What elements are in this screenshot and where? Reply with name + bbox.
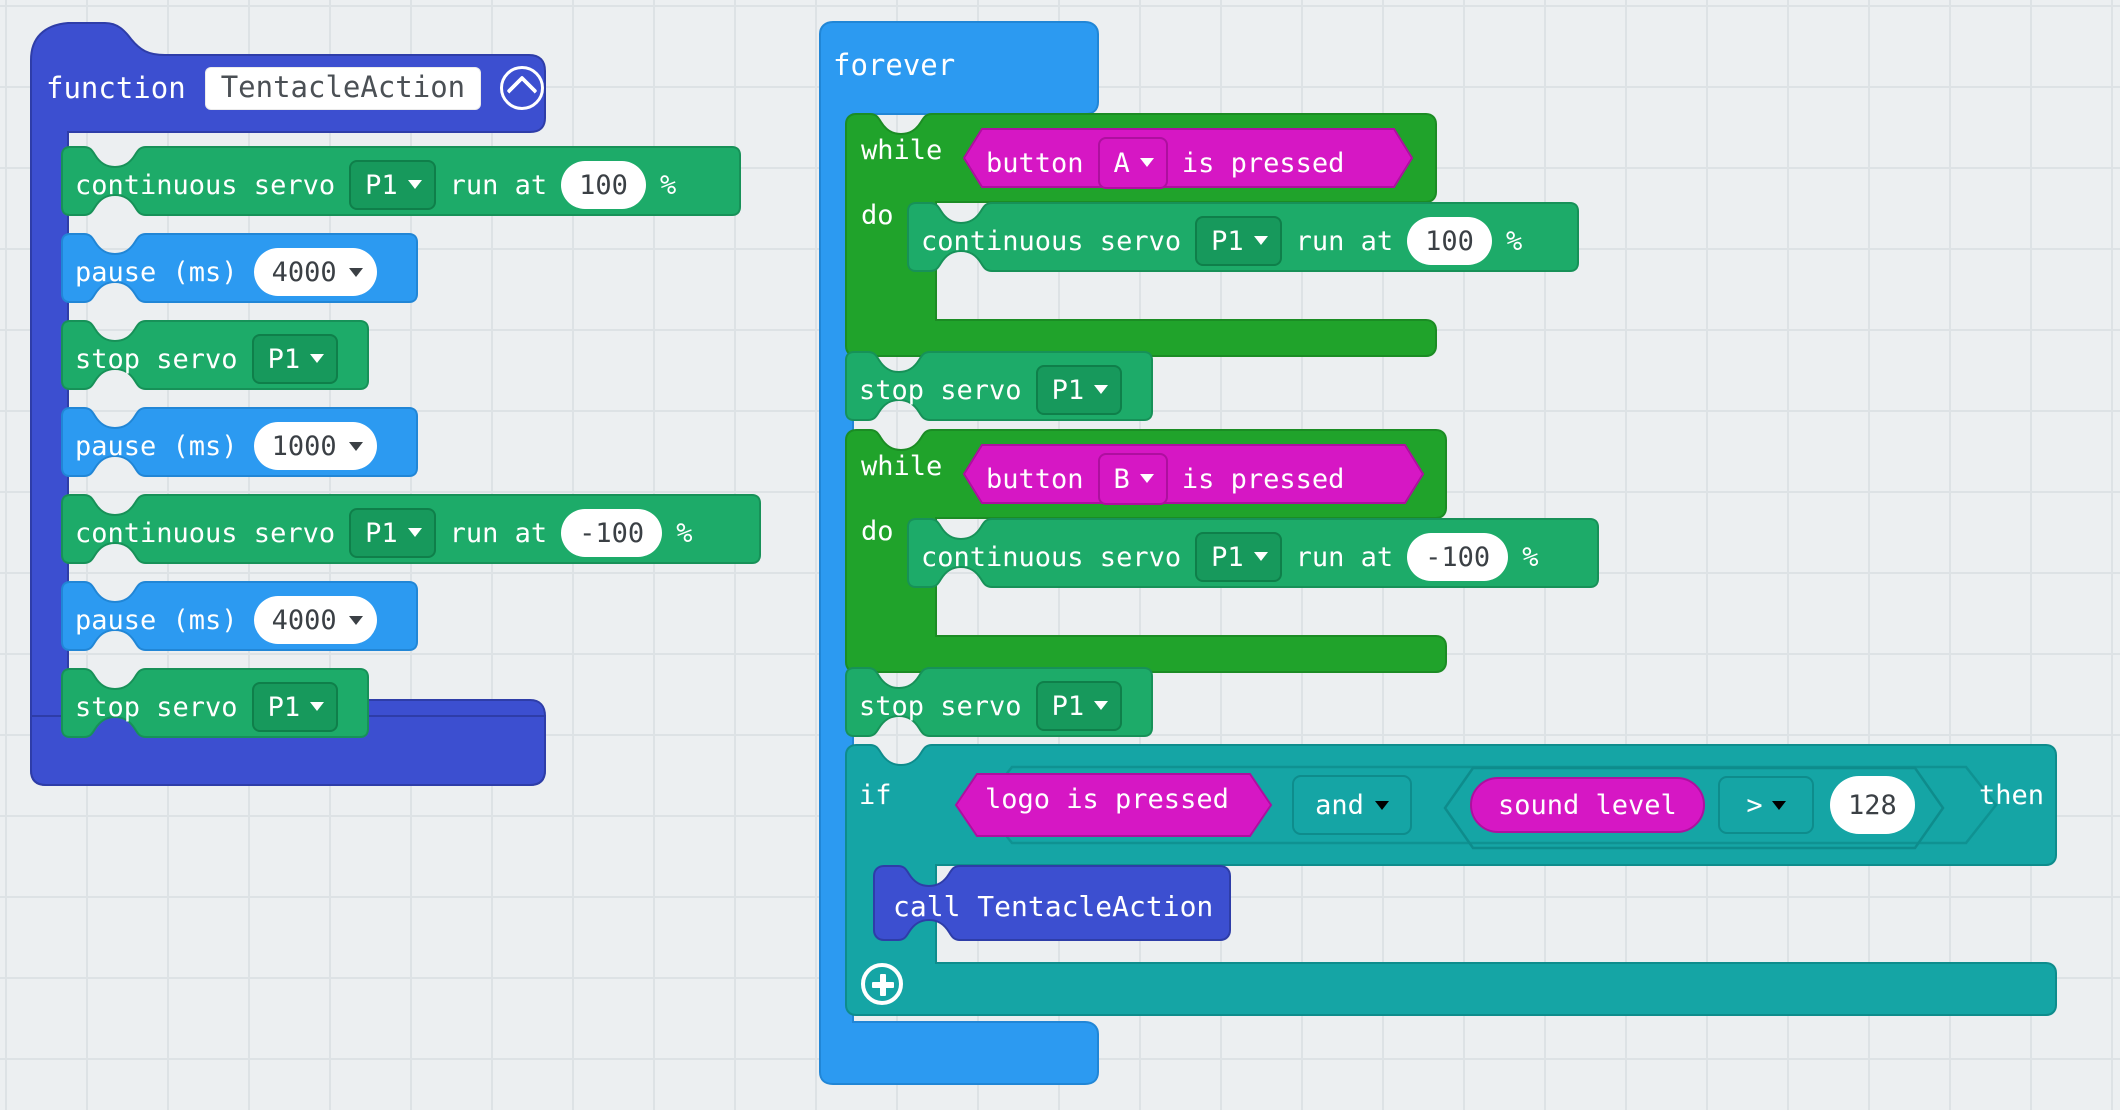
- pause-value-dropdown[interactable]: 1000: [253, 422, 377, 470]
- while-label: while: [861, 451, 943, 482]
- pin-value: P1: [1211, 541, 1244, 573]
- chevron-down-icon: [407, 527, 422, 537]
- servo-label-b: run at: [1295, 225, 1394, 257]
- pause-value: 4000: [271, 604, 337, 636]
- pause-value: 4000: [271, 256, 337, 288]
- while-label: while: [861, 135, 943, 166]
- unit-label: %: [676, 517, 693, 549]
- button-prefix: button: [986, 463, 1084, 495]
- speed-input[interactable]: -100: [1407, 533, 1509, 581]
- servo-label-a: continuous servo: [921, 541, 1182, 573]
- forever-label: forever: [833, 48, 956, 82]
- sound-level-reporter[interactable]: sound level: [1470, 777, 1705, 833]
- servo-label-a: continuous servo: [921, 225, 1182, 257]
- pin-value: P1: [1051, 690, 1085, 722]
- unit-label: %: [1522, 541, 1539, 573]
- button-prefix: button: [986, 147, 1084, 179]
- chevron-down-icon: [1253, 551, 1268, 561]
- chevron-down-icon: [1253, 235, 1268, 245]
- chevron-down-icon: [1094, 384, 1109, 394]
- stop-servo-label: stop servo: [75, 691, 238, 723]
- pause-value-dropdown[interactable]: 4000: [253, 596, 377, 644]
- pin-value: P1: [1051, 374, 1085, 406]
- pause-label: pause (ms): [75, 256, 238, 288]
- chevron-down-icon: [348, 615, 363, 625]
- pause-label: pause (ms): [75, 430, 238, 462]
- function-name-field[interactable]: TentacleAction: [204, 66, 482, 110]
- pin-dropdown[interactable]: P1: [349, 508, 436, 558]
- chevron-up-circle-icon[interactable]: [500, 66, 545, 110]
- stop-servo-label: stop servo: [75, 343, 238, 375]
- pin-dropdown[interactable]: P1: [1195, 532, 1282, 582]
- chevron-down-icon: [348, 267, 363, 277]
- then-label: then: [1979, 780, 2045, 811]
- chevron-down-icon: [1094, 700, 1109, 710]
- function-header: function TentacleAction: [46, 66, 545, 110]
- pin-value: P1: [1211, 225, 1244, 257]
- comparison-operator: >: [1746, 789, 1763, 821]
- if-label: if: [859, 780, 892, 811]
- pin-value: P1: [365, 517, 398, 549]
- button-dropdown[interactable]: B: [1097, 453, 1168, 505]
- do-label: do: [861, 516, 894, 547]
- button-suffix: is pressed: [1181, 463, 1345, 495]
- servo-label-a: continuous servo: [75, 517, 336, 549]
- pin-value: P1: [365, 169, 398, 201]
- pin-dropdown[interactable]: P1: [1035, 681, 1123, 731]
- chevron-down-icon: [310, 701, 325, 711]
- logo-pressed-label: logo is pressed: [985, 784, 1229, 815]
- servo-label-a: continuous servo: [75, 169, 336, 201]
- speed-input[interactable]: -100: [561, 509, 663, 557]
- call-function-label: call TentacleAction: [893, 890, 1214, 923]
- servo-label-b: run at: [449, 169, 548, 201]
- stop-servo-label: stop servo: [859, 690, 1022, 722]
- chevron-down-icon: [1139, 157, 1154, 167]
- chevron-down-icon: [348, 441, 363, 451]
- chevron-down-icon: [310, 353, 325, 363]
- sound-level-label: sound level: [1498, 789, 1677, 821]
- pin-dropdown[interactable]: P1: [251, 334, 339, 384]
- button-value: A: [1113, 147, 1130, 179]
- pin-dropdown[interactable]: P1: [1195, 216, 1282, 266]
- servo-label-b: run at: [1295, 541, 1394, 573]
- button-value: B: [1113, 463, 1130, 495]
- servo-label-b: run at: [449, 517, 548, 549]
- unit-label: %: [1505, 225, 1523, 257]
- chevron-down-icon: [407, 179, 422, 189]
- speed-input[interactable]: 100: [1407, 217, 1492, 265]
- pin-dropdown[interactable]: P1: [1035, 365, 1123, 415]
- chevron-down-icon: [1771, 800, 1786, 810]
- and-label: and: [1315, 789, 1364, 821]
- do-label: do: [861, 200, 894, 231]
- button-dropdown[interactable]: A: [1097, 137, 1168, 189]
- unit-label: %: [659, 169, 677, 201]
- chevron-down-icon: [1374, 800, 1389, 810]
- button-suffix: is pressed: [1181, 147, 1345, 179]
- chevron-down-icon: [1139, 473, 1154, 483]
- function-keyword: function: [46, 71, 186, 105]
- plus-circle-icon[interactable]: [861, 963, 903, 1005]
- pin-dropdown[interactable]: P1: [349, 160, 436, 210]
- pin-dropdown[interactable]: P1: [251, 682, 339, 732]
- pin-value: P1: [267, 343, 301, 375]
- speed-input[interactable]: 100: [561, 161, 646, 209]
- pause-value-dropdown[interactable]: 4000: [253, 248, 377, 296]
- comparison-value-input[interactable]: 128: [1830, 776, 1915, 834]
- pause-value: 1000: [271, 430, 337, 462]
- pause-label: pause (ms): [75, 604, 238, 636]
- pin-value: P1: [267, 691, 301, 723]
- stop-servo-label: stop servo: [859, 374, 1022, 406]
